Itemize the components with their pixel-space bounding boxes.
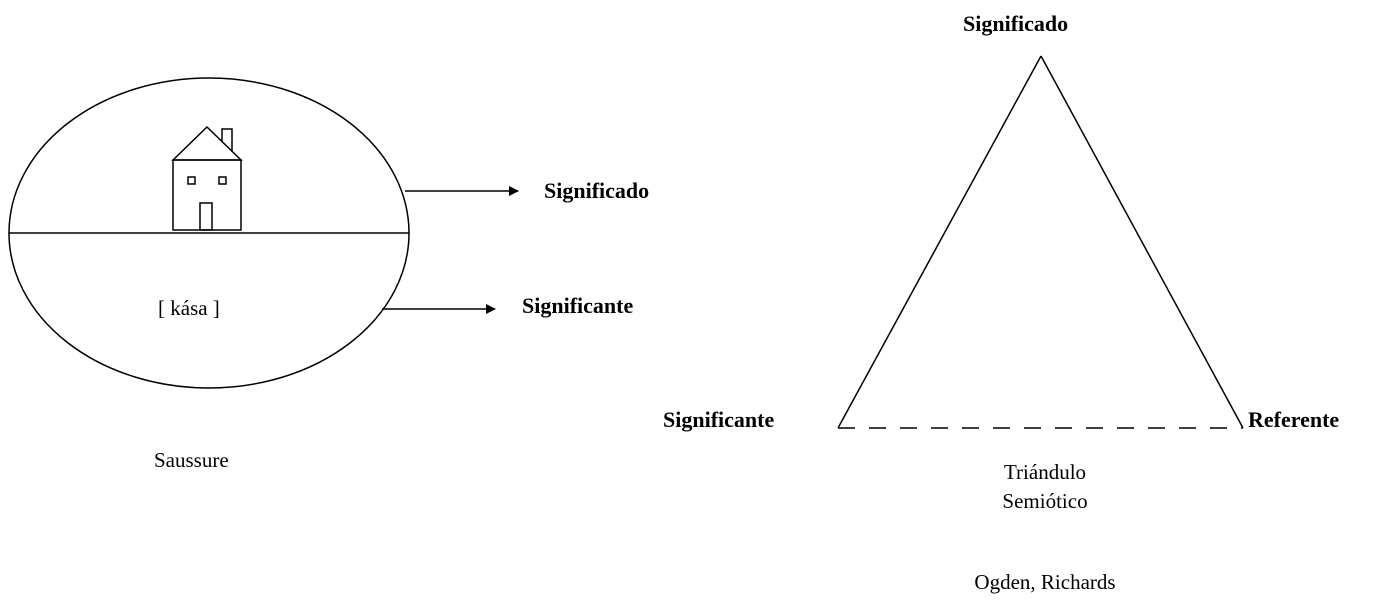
saussure-signified-label: Significado (544, 178, 650, 203)
triangle-top-label: Significado (963, 11, 1069, 36)
house-icon (171, 125, 243, 231)
triangle-left-label: Significante (663, 407, 775, 432)
saussure-caption: Saussure (154, 448, 229, 472)
triangle-right-side (1040, 55, 1244, 429)
triangle-caption-line2: Semiótico (1002, 489, 1088, 513)
phonetic-transcription: [ kása ] (158, 296, 220, 320)
triangle-authors: Ogden, Richards (974, 570, 1116, 594)
triangle-right-label: Referente (1248, 407, 1340, 432)
triangle-caption-line1: Triándulo (1003, 460, 1087, 484)
triangle-left-side (837, 55, 1042, 429)
saussure-signifier-label: Significante (522, 293, 634, 318)
